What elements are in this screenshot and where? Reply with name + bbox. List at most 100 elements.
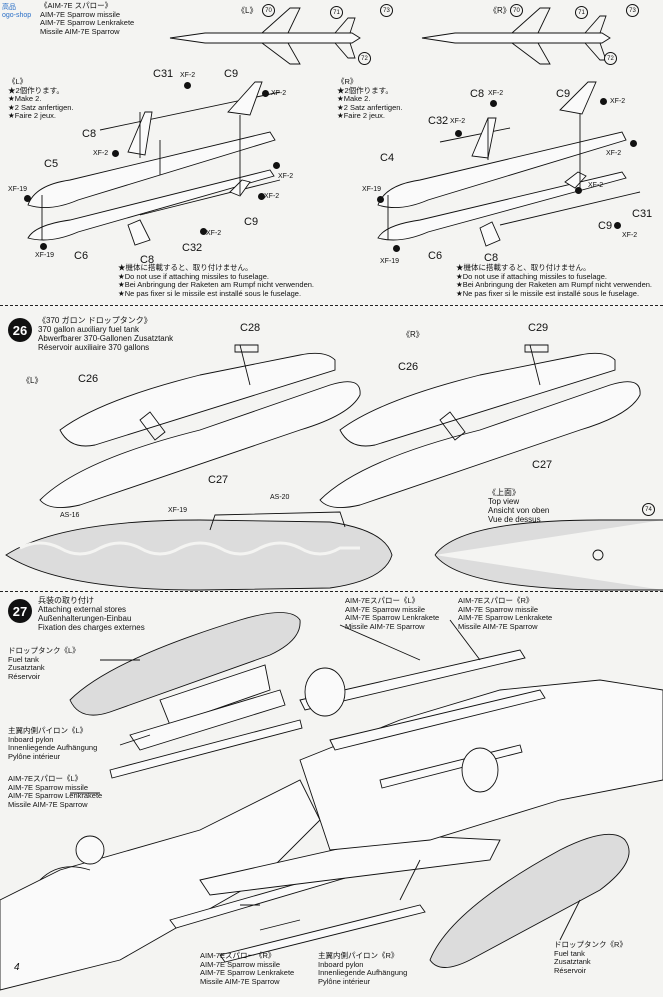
paint-dot xyxy=(24,195,31,202)
header-line: 《AIM-7E スパロー》 xyxy=(40,1,113,10)
paint-dot xyxy=(40,243,47,250)
fuel-tank-l-label: ドロップタンク《L》 Fuel tank Zusatztank Réservoi… xyxy=(8,646,80,681)
label-line: Fuel tank xyxy=(8,654,39,664)
watermark-line-2: ogo-shop xyxy=(2,12,32,19)
warning-line: ★Ne pas fixer si le missile est installé… xyxy=(118,288,302,298)
part-c32: C32 xyxy=(182,242,203,254)
warning-line: ★Do not use if attaching missiles to fus… xyxy=(456,271,607,281)
code-xf2: XF-2 xyxy=(588,182,604,189)
label-line: Missile AIM-7E Sparrow xyxy=(345,621,425,631)
part-c9: C9 xyxy=(556,88,571,100)
watermark-line-1: 高品 xyxy=(2,4,16,11)
title-line: 《370 ガロン ドロップタンク》 xyxy=(38,316,152,325)
top-view-label: 《上面》 Top view Ansicht von oben Vue de de… xyxy=(488,488,549,524)
note-line: ★Faire 2 jeux. xyxy=(8,111,56,121)
label-line: Missile AIM-7E Sparrow xyxy=(458,621,538,631)
note-line: ★2 Satz anfertigen. xyxy=(8,102,74,112)
note-line: 《L》 xyxy=(8,77,28,86)
inboard-pylon-r-label: 主翼内側パイロン《R》 Inboard pylon Innenliegende … xyxy=(318,951,408,986)
part-c8: C8 xyxy=(82,128,97,140)
top-view-line: Ansicht von oben xyxy=(488,506,550,515)
callout-73: 73 xyxy=(380,4,393,17)
header-line: AIM-7E Sparrow Lenkrakete xyxy=(40,18,135,28)
part-c8: C8 xyxy=(470,88,485,100)
tank-left-tag: 《L》 xyxy=(22,376,43,385)
step-27-title: 兵装の取り付け Attaching external stores Außenh… xyxy=(38,596,145,632)
code-xf2: XF-2 xyxy=(488,90,504,97)
note-line: ★Faire 2 jeux. xyxy=(337,111,385,121)
code-xf2: XF-2 xyxy=(206,230,222,237)
label-line: AIM-7Eスパロー《R》 xyxy=(458,596,534,605)
callout-70: 70 xyxy=(262,4,275,17)
top-view-line: 《上面》 xyxy=(488,488,520,497)
fuel-tank-r-label: ドロップタンク《R》 Fuel tank Zusatztank Réservoi… xyxy=(554,940,627,975)
part-c31: C31 xyxy=(632,208,653,220)
warning-line: ★機体に搭載すると、取り付けません。 xyxy=(118,263,253,272)
part-c28: C28 xyxy=(240,322,261,334)
right-make-notes: 《R》 ★2個作ります。 ★Make 2. ★2 Satz anfertigen… xyxy=(337,77,403,121)
label-line: Innenliegende Aufhängung xyxy=(318,968,408,978)
paint-dot xyxy=(273,162,280,169)
label-line: Inboard pylon xyxy=(8,734,54,744)
label-line: ドロップタンク《R》 xyxy=(554,940,627,949)
warning-line: ★Ne pas fixer si le missile est installé… xyxy=(456,288,640,298)
header-line: Missile AIM-7E Sparrow xyxy=(40,26,120,36)
code-xf19: XF-19 xyxy=(8,186,28,193)
part-c5: C5 xyxy=(44,158,59,170)
code-xf2: XF-2 xyxy=(450,118,466,125)
code-xf2: XF-2 xyxy=(278,173,294,180)
note-line: ★2個作ります。 xyxy=(8,85,64,95)
paint-dot xyxy=(258,193,265,200)
part-c8-lower: C8 xyxy=(140,254,155,266)
callout-73-r: 73 xyxy=(626,4,639,17)
code-xf19: XF-19 xyxy=(35,252,55,259)
label-line: Innenliegende Aufhängung xyxy=(8,743,98,753)
part-c29: C29 xyxy=(528,322,549,334)
header-line: AIM-7E Sparrow missile xyxy=(40,9,121,19)
label-line: AIM-7E Sparrow Lenkrakete xyxy=(345,613,440,623)
sparrow-l-label: AIM-7Eスパロー《L》 AIM-7E Sparrow missile AIM… xyxy=(8,774,102,809)
code-xf2: XF-2 xyxy=(93,150,109,157)
title-line: 兵装の取り付け xyxy=(38,596,94,605)
code-xf19: XF-19 xyxy=(168,507,188,514)
part-c9-lower: C9 xyxy=(598,220,613,232)
paint-dot xyxy=(200,228,207,235)
right-tag: 《R》 xyxy=(489,6,511,15)
paint-dot xyxy=(490,100,497,107)
code-as20: AS-20 xyxy=(270,494,290,501)
callout-74: 74 xyxy=(642,503,655,516)
title-line: 370 gallon auxiliary fuel tank xyxy=(38,325,139,334)
note-line: ★2 Satz anfertigen. xyxy=(337,102,403,112)
part-c31: C31 xyxy=(153,68,174,80)
paint-dot xyxy=(630,140,637,147)
part-c6: C6 xyxy=(428,250,443,262)
warning-left: ★機体に搭載すると、取り付けません。 ★Do not use if attach… xyxy=(118,263,314,298)
inboard-pylon-l-label: 主翼内側パイロン《L》 Inboard pylon Innenliegende … xyxy=(8,726,98,761)
sparrow-top-l-label: AIM-7Eスパロー《L》 AIM-7E Sparrow missile AIM… xyxy=(345,596,440,631)
label-line: Missile AIM-7E Sparrow xyxy=(8,799,88,809)
warning-line: ★Do not use if attaching missiles to fus… xyxy=(118,271,269,281)
label-line: 主翼内側パイロン《L》 xyxy=(8,726,88,735)
part-c26: C26 xyxy=(78,373,99,385)
sparrow-header: 《AIM-7E スパロー》 AIM-7E Sparrow missile AIM… xyxy=(40,1,135,36)
title-line: Attaching external stores xyxy=(38,605,127,614)
part-c27-r: C27 xyxy=(532,459,553,471)
label-line: Zusatztank xyxy=(8,663,45,673)
label-line: Fuel tank xyxy=(554,948,585,958)
label-line: AIM-7E Sparrow missile xyxy=(345,604,426,614)
part-c26-r: C26 xyxy=(398,361,419,373)
title-line: Außenhalterungen-Einbau xyxy=(38,614,132,623)
code-xf2: XF-2 xyxy=(264,193,280,200)
code-xf2: XF-2 xyxy=(606,150,622,157)
title-line: Abwerfbarer 370-Gallonen Zusatztank xyxy=(38,334,174,343)
label-line: Missile AIM-7E Sparrow xyxy=(200,976,280,986)
warning-line: ★Bei Anbringung der Raketen am Rumpf nic… xyxy=(118,280,314,290)
top-view-line: Vue de dessus xyxy=(488,515,541,524)
code-xf2: XF-2 xyxy=(271,90,287,97)
paint-dot xyxy=(614,222,621,229)
paint-dot xyxy=(262,90,269,97)
title-line: Réservoir auxiliaire 370 gallons xyxy=(38,343,150,352)
sparrow-r-label: AIM-7Eスパロー《R》 AIM-7E Sparrow missile AIM… xyxy=(200,951,294,986)
title-line: Fixation des charges externes xyxy=(38,623,145,632)
